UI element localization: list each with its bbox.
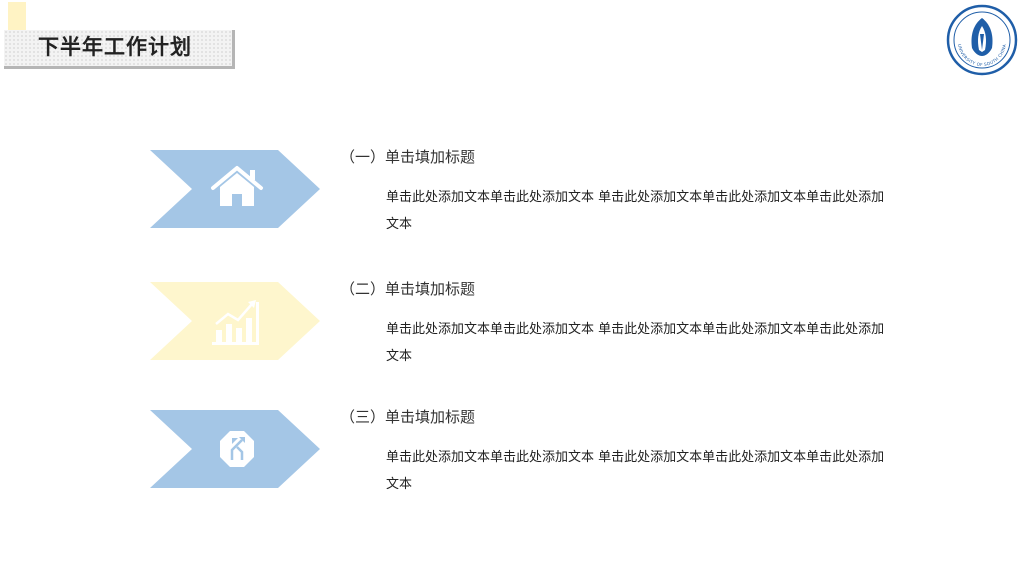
item-title[interactable]: （二）单击填加标题 [340,280,476,298]
item-body[interactable]: 单击此处添加文本单击此处添加文本 单击此处添加文本单击此处添加文本单击此处添加文… [386,322,885,364]
item-body[interactable]: 单击此处添加文本单击此处添加文本 单击此处添加文本单击此处添加文本单击此处添加文… [386,190,885,232]
page-title: 下半年工作计划 [38,35,192,59]
route-sign-icon [220,431,254,467]
plan-item-2: （二）单击填加标题 单击此处添加文本单击此处添加文本 单击此处添加文本单击此处添… [0,280,1024,382]
growth-chart-icon [212,300,259,345]
house-icon [211,166,263,206]
header-box [4,30,235,69]
item-title[interactable]: （一）单击填加标题 [340,148,476,166]
university-seal-icon: UNIVERSITY OF SOUTH CHINA [946,4,1018,76]
plan-item-3: （三）单击填加标题 单击此处添加文本单击此处添加文本 单击此处添加文本单击此处添… [0,408,1024,510]
item-title[interactable]: （三）单击填加标题 [340,408,476,426]
chevron-arrow-2 [150,282,320,360]
plan-item-1: （一）单击填加标题 单击此处添加文本单击此处添加文本 单击此处添加文本单击此处添… [0,148,1024,250]
item-body[interactable]: 单击此处添加文本单击此处添加文本 单击此处添加文本单击此处添加文本单击此处添加文… [386,450,885,492]
